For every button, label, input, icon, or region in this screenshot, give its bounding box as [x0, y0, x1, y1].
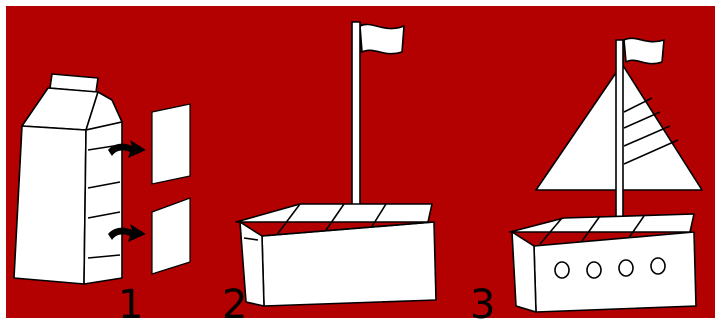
porthole [619, 260, 633, 276]
cutout-panel-top [152, 104, 190, 184]
step-number-2: 2 [222, 282, 247, 325]
porthole [587, 262, 601, 278]
flag [360, 24, 404, 53]
step-number-1: 1 [118, 282, 143, 325]
carton-front-face [14, 126, 86, 284]
cutout-panel-bottom [152, 198, 190, 274]
porthole [555, 262, 569, 278]
step-number-3: 3 [470, 282, 495, 325]
mast [352, 22, 360, 220]
flag [624, 38, 664, 63]
porthole [651, 258, 665, 274]
mast [616, 40, 623, 230]
